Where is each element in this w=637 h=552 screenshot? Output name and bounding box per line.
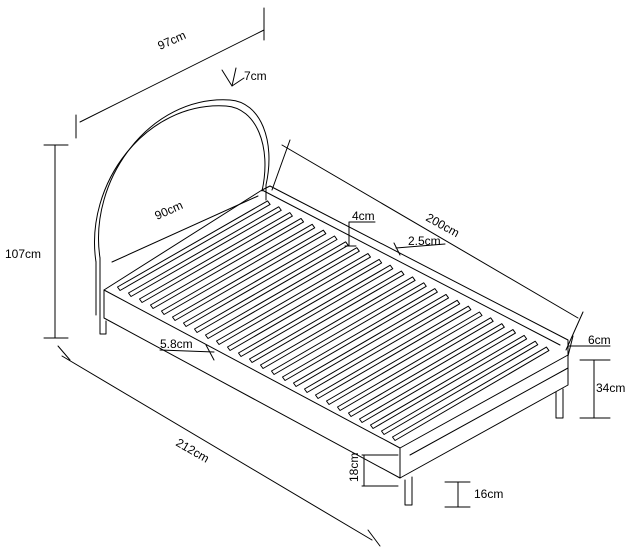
dim-line-4 [344, 221, 376, 247]
slat [271, 282, 427, 375]
slat [348, 323, 505, 417]
frame-foot-panel [399, 354, 569, 479]
frame-foot-inner-edge [409, 367, 569, 456]
headboard-outer-arch [98, 99, 270, 259]
dim-line-18 [361, 454, 399, 487]
bed-frame [94, 99, 569, 506]
slat [183, 235, 338, 327]
dim-line-7 [221, 69, 245, 87]
slat [381, 340, 539, 435]
dim-line-6 [567, 335, 611, 357]
headboard-inner-arch [94, 105, 266, 263]
frame-left-rail-top [103, 289, 401, 449]
slat [249, 270, 405, 363]
label-slat-thickness: 2.5cm [408, 234, 441, 248]
slat [139, 212, 293, 303]
dim-line-2-5 [393, 242, 446, 256]
slat [315, 305, 472, 399]
label-slat-height: 4cm [352, 209, 375, 223]
slat [238, 264, 394, 357]
slat [337, 317, 494, 411]
slat [370, 334, 528, 429]
slat [392, 346, 550, 441]
slat [216, 253, 371, 345]
slat [161, 223, 316, 315]
dim-tick-7 [231, 67, 237, 87]
slat [293, 293, 450, 387]
dim-tick-212-head [57, 345, 71, 361]
leg-foot-right [555, 388, 564, 419]
label-rail-height: 18cm [347, 453, 361, 482]
label-leg-height: 16cm [474, 487, 503, 501]
label-headboard-width: 97cm [156, 28, 189, 53]
leg-foot-left [404, 476, 413, 506]
dim-tick-212-foot [367, 529, 381, 547]
slat [359, 329, 516, 423]
slat [326, 311, 483, 405]
slat [172, 229, 327, 321]
slat [282, 288, 438, 381]
slat [304, 299, 461, 393]
dim-line-97 [79, 29, 265, 123]
slat [128, 206, 282, 297]
slat [194, 241, 349, 333]
dim-line-34 [579, 359, 611, 419]
dim-line-5-8 [159, 344, 215, 361]
label-total-length: 212cm [174, 435, 212, 465]
frame-right-rail-top [261, 189, 561, 346]
dim-line-200 [281, 144, 579, 319]
slat [205, 247, 360, 339]
leg-head-left [99, 317, 107, 335]
dim-tick-200-head [271, 139, 291, 191]
frame-right-rail-outer [261, 185, 569, 356]
dim-line-16 [444, 481, 471, 508]
dim-tick-200-foot [565, 311, 584, 351]
label-side-thickness: 6cm [588, 333, 611, 347]
dim-line-212 [61, 355, 373, 541]
label-frame-height: 34cm [596, 381, 625, 395]
frame-head-rail [103, 189, 263, 291]
frame-foot-rail-top [399, 354, 569, 449]
slat [150, 217, 305, 309]
label-headboard-thickness: 7cm [244, 69, 267, 83]
dimension-lines [43, 7, 611, 547]
label-inner-width: 90cm [153, 198, 186, 223]
slat [260, 276, 416, 369]
frame-side-panel [103, 289, 401, 479]
label-slat-width: 5.8cm [160, 337, 193, 351]
label-total-height: 107cm [5, 247, 41, 261]
slat [117, 200, 271, 291]
dim-line-90 [111, 195, 259, 263]
slat [227, 258, 383, 351]
slat-group [117, 200, 550, 441]
